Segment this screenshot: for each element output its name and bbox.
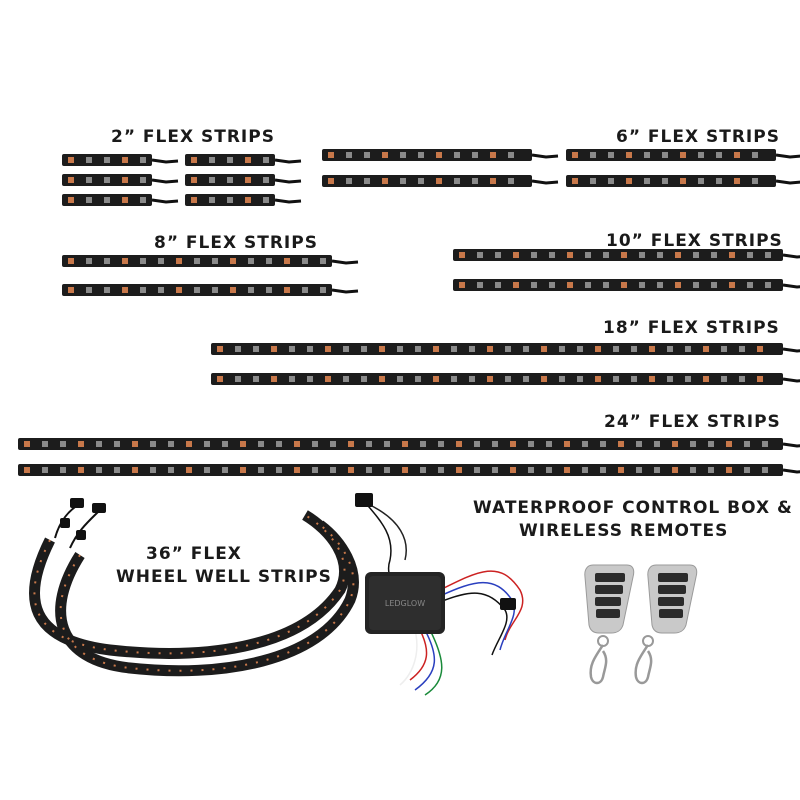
label-wheel-well-line2: WHEEL WELL STRIPS: [116, 567, 332, 587]
led-strip-2in: [185, 154, 302, 166]
label-control-box-line1: WATERPROOF CONTROL BOX &: [473, 498, 793, 518]
control-box-brand: LEDGLOW: [385, 599, 425, 608]
label-8in-flex-strips: 8” FLEX STRIPS: [154, 233, 318, 253]
led-strip-2in: [62, 174, 179, 186]
led-strip-24in: [18, 438, 800, 450]
led-strip-2in: [62, 194, 179, 206]
led-strip-10in: [453, 249, 800, 261]
label-wheel-well-line1: 36” FLEX: [146, 544, 242, 564]
led-strip-8in: [62, 284, 359, 296]
led-strip-2in: [185, 174, 302, 186]
connector-plug: [355, 493, 373, 507]
wheel-well-strip-inner: [55, 520, 359, 677]
led-strip-18in: [211, 373, 800, 385]
label-control-box-line2: WIRELESS REMOTES: [519, 521, 729, 541]
led-strip-6in: [322, 175, 559, 187]
led-strip-18in: [211, 343, 800, 355]
label-6in-flex-strips: 6” FLEX STRIPS: [616, 127, 780, 147]
led-strip-6in: [322, 149, 559, 161]
led-strip-2in: [62, 154, 179, 166]
remote-left: [584, 564, 635, 685]
label-2in-flex-strips: 2” FLEX STRIPS: [111, 127, 275, 147]
led-strip-6in: [566, 149, 800, 161]
label-18in-flex-strips: 18” FLEX STRIPS: [603, 318, 780, 338]
led-strip-10in: [453, 279, 800, 291]
led-strip-2in: [185, 194, 302, 206]
label-24in-flex-strips: 24” FLEX STRIPS: [604, 412, 781, 432]
led-strip-6in: [566, 175, 800, 187]
led-strip-8in: [62, 255, 359, 267]
label-10in-flex-strips: 10” FLEX STRIPS: [606, 231, 783, 251]
remote-right: [634, 564, 698, 685]
led-strip-24in: [18, 464, 800, 476]
